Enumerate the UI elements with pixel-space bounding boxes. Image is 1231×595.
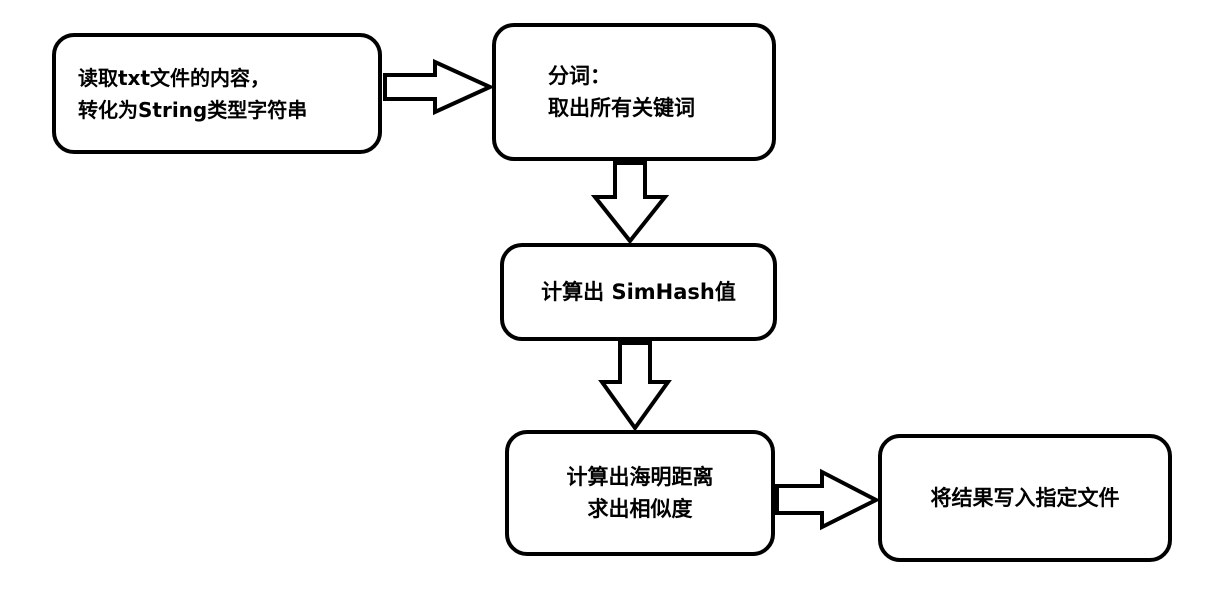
node-hamming-distance-line2: 求出相似度 xyxy=(587,497,693,521)
arrow-segment-to-simhash xyxy=(590,161,670,245)
arrow-simhash-to-hamming xyxy=(598,341,672,432)
arrow-read-to-segment xyxy=(383,58,495,116)
node-segment: 分词： 取出所有关键词 xyxy=(492,23,776,161)
node-segment-line1: 分词： xyxy=(548,64,611,88)
node-write-result-line1: 将结果写入指定文件 xyxy=(930,486,1120,510)
node-simhash: 计算出 SimHash值 xyxy=(500,243,777,341)
node-read-file-line2: 转化为String类型字符串 xyxy=(78,97,308,122)
node-hamming-distance-line1: 计算出海明距离 xyxy=(566,465,714,489)
node-hamming-distance: 计算出海明距离 求出相似度 xyxy=(505,430,775,556)
node-read-file: 读取txt文件的内容， 转化为String类型字符串 xyxy=(52,33,382,154)
node-simhash-line1: 计算出 SimHash值 xyxy=(541,280,736,304)
arrow-hamming-to-write xyxy=(775,468,881,531)
node-write-result: 将结果写入指定文件 xyxy=(878,434,1172,562)
node-segment-line2: 取出所有关键词 xyxy=(548,96,695,120)
node-read-file-line1: 读取txt文件的内容， xyxy=(78,65,271,90)
